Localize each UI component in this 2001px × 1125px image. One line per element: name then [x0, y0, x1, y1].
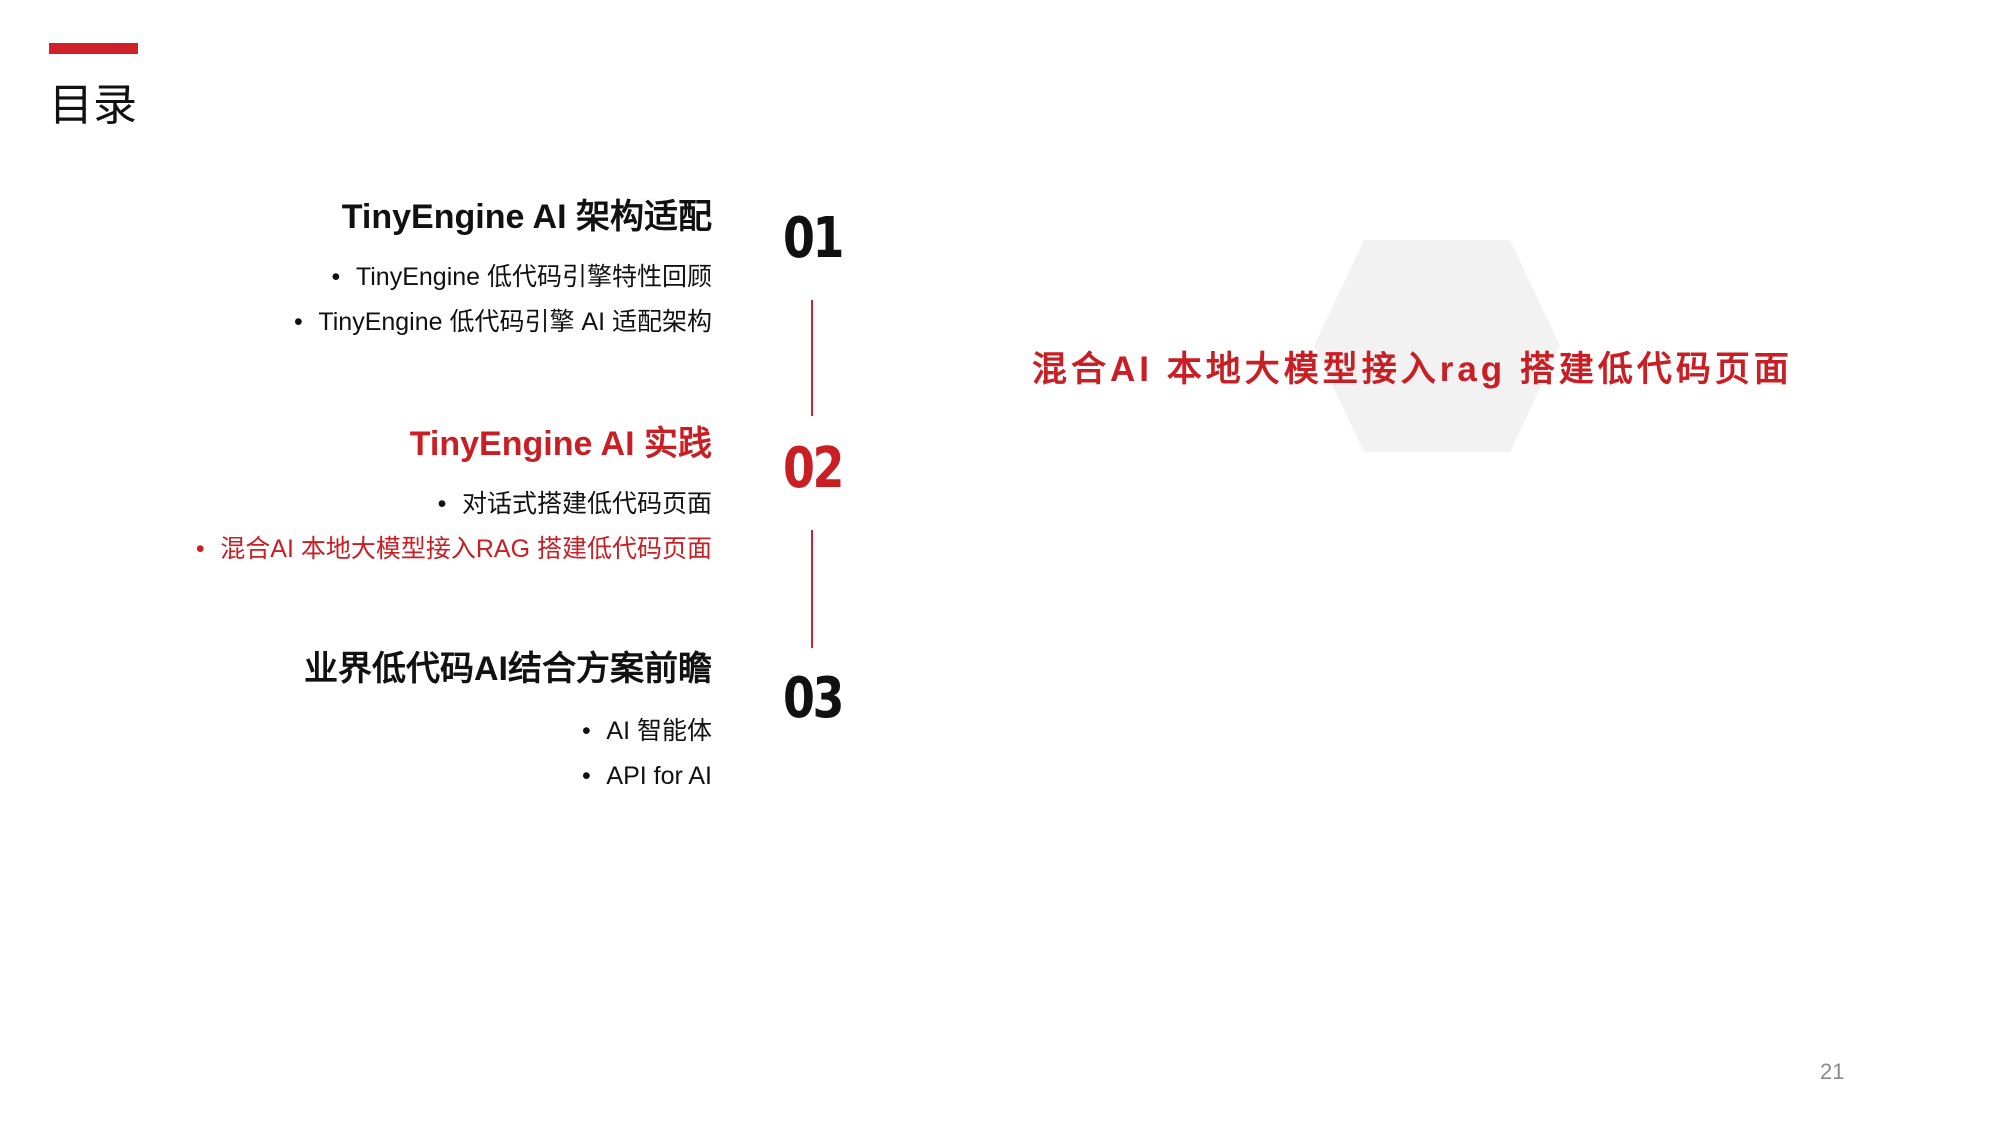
list-item-label: TinyEngine 低代码引擎 AI 适配架构	[318, 308, 712, 336]
section-number-01: 01	[783, 206, 844, 271]
bullet-icon: •	[437, 490, 447, 518]
bullet-icon: •	[331, 263, 341, 291]
list-item: • TinyEngine 低代码引擎特性回顾	[288, 255, 712, 300]
hexagon-shape	[1314, 240, 1560, 452]
section-title-01: TinyEngine AI 架构适配	[341, 198, 712, 236]
bullet-icon: •	[294, 308, 303, 336]
list-item-label: 混合AI 本地大模型接入RAG 搭建低代码页面	[220, 535, 712, 563]
page-title: 目录	[49, 81, 137, 130]
connector-line	[811, 300, 813, 416]
section-number-02: 02	[783, 436, 844, 501]
list-item-label: 对话式搭建低代码页面	[461, 490, 712, 518]
list-item: • TinyEngine 低代码引擎 AI 适配架构	[288, 300, 712, 345]
bullet-icon: •	[582, 717, 591, 745]
hexagon-decoration	[1314, 240, 1560, 452]
bullet-icon: •	[582, 762, 591, 790]
bullet-icon: •	[195, 535, 205, 563]
section-title-03: 业界低代码AI结合方案前瞻	[304, 650, 712, 688]
highlight-title: 混合AI 本地大模型接入rag 搭建低代码页面	[1032, 350, 1793, 389]
connector-line	[811, 530, 813, 648]
section-list-02: • 对话式搭建低代码页面 • 混合AI 本地大模型接入RAG 搭建低代码页面	[190, 482, 712, 572]
section-number-03: 03	[783, 666, 844, 731]
list-item: • 对话式搭建低代码页面	[190, 482, 712, 527]
title-accent-bar	[49, 43, 138, 54]
list-item-label: API for AI	[606, 762, 712, 790]
list-item: • AI 智能体	[576, 709, 712, 754]
section-list-03: • AI 智能体 • API for AI	[576, 709, 712, 799]
section-title-02: TinyEngine AI 实践	[409, 425, 712, 463]
list-item-label: AI 智能体	[606, 717, 712, 745]
list-item-label: TinyEngine 低代码引擎特性回顾	[355, 263, 712, 291]
list-item-active: • 混合AI 本地大模型接入RAG 搭建低代码页面	[190, 527, 712, 572]
list-item: • API for AI	[576, 754, 712, 799]
page-number: 21	[1820, 1059, 1845, 1084]
section-list-01: • TinyEngine 低代码引擎特性回顾 • TinyEngine 低代码引擎 …	[288, 255, 712, 345]
